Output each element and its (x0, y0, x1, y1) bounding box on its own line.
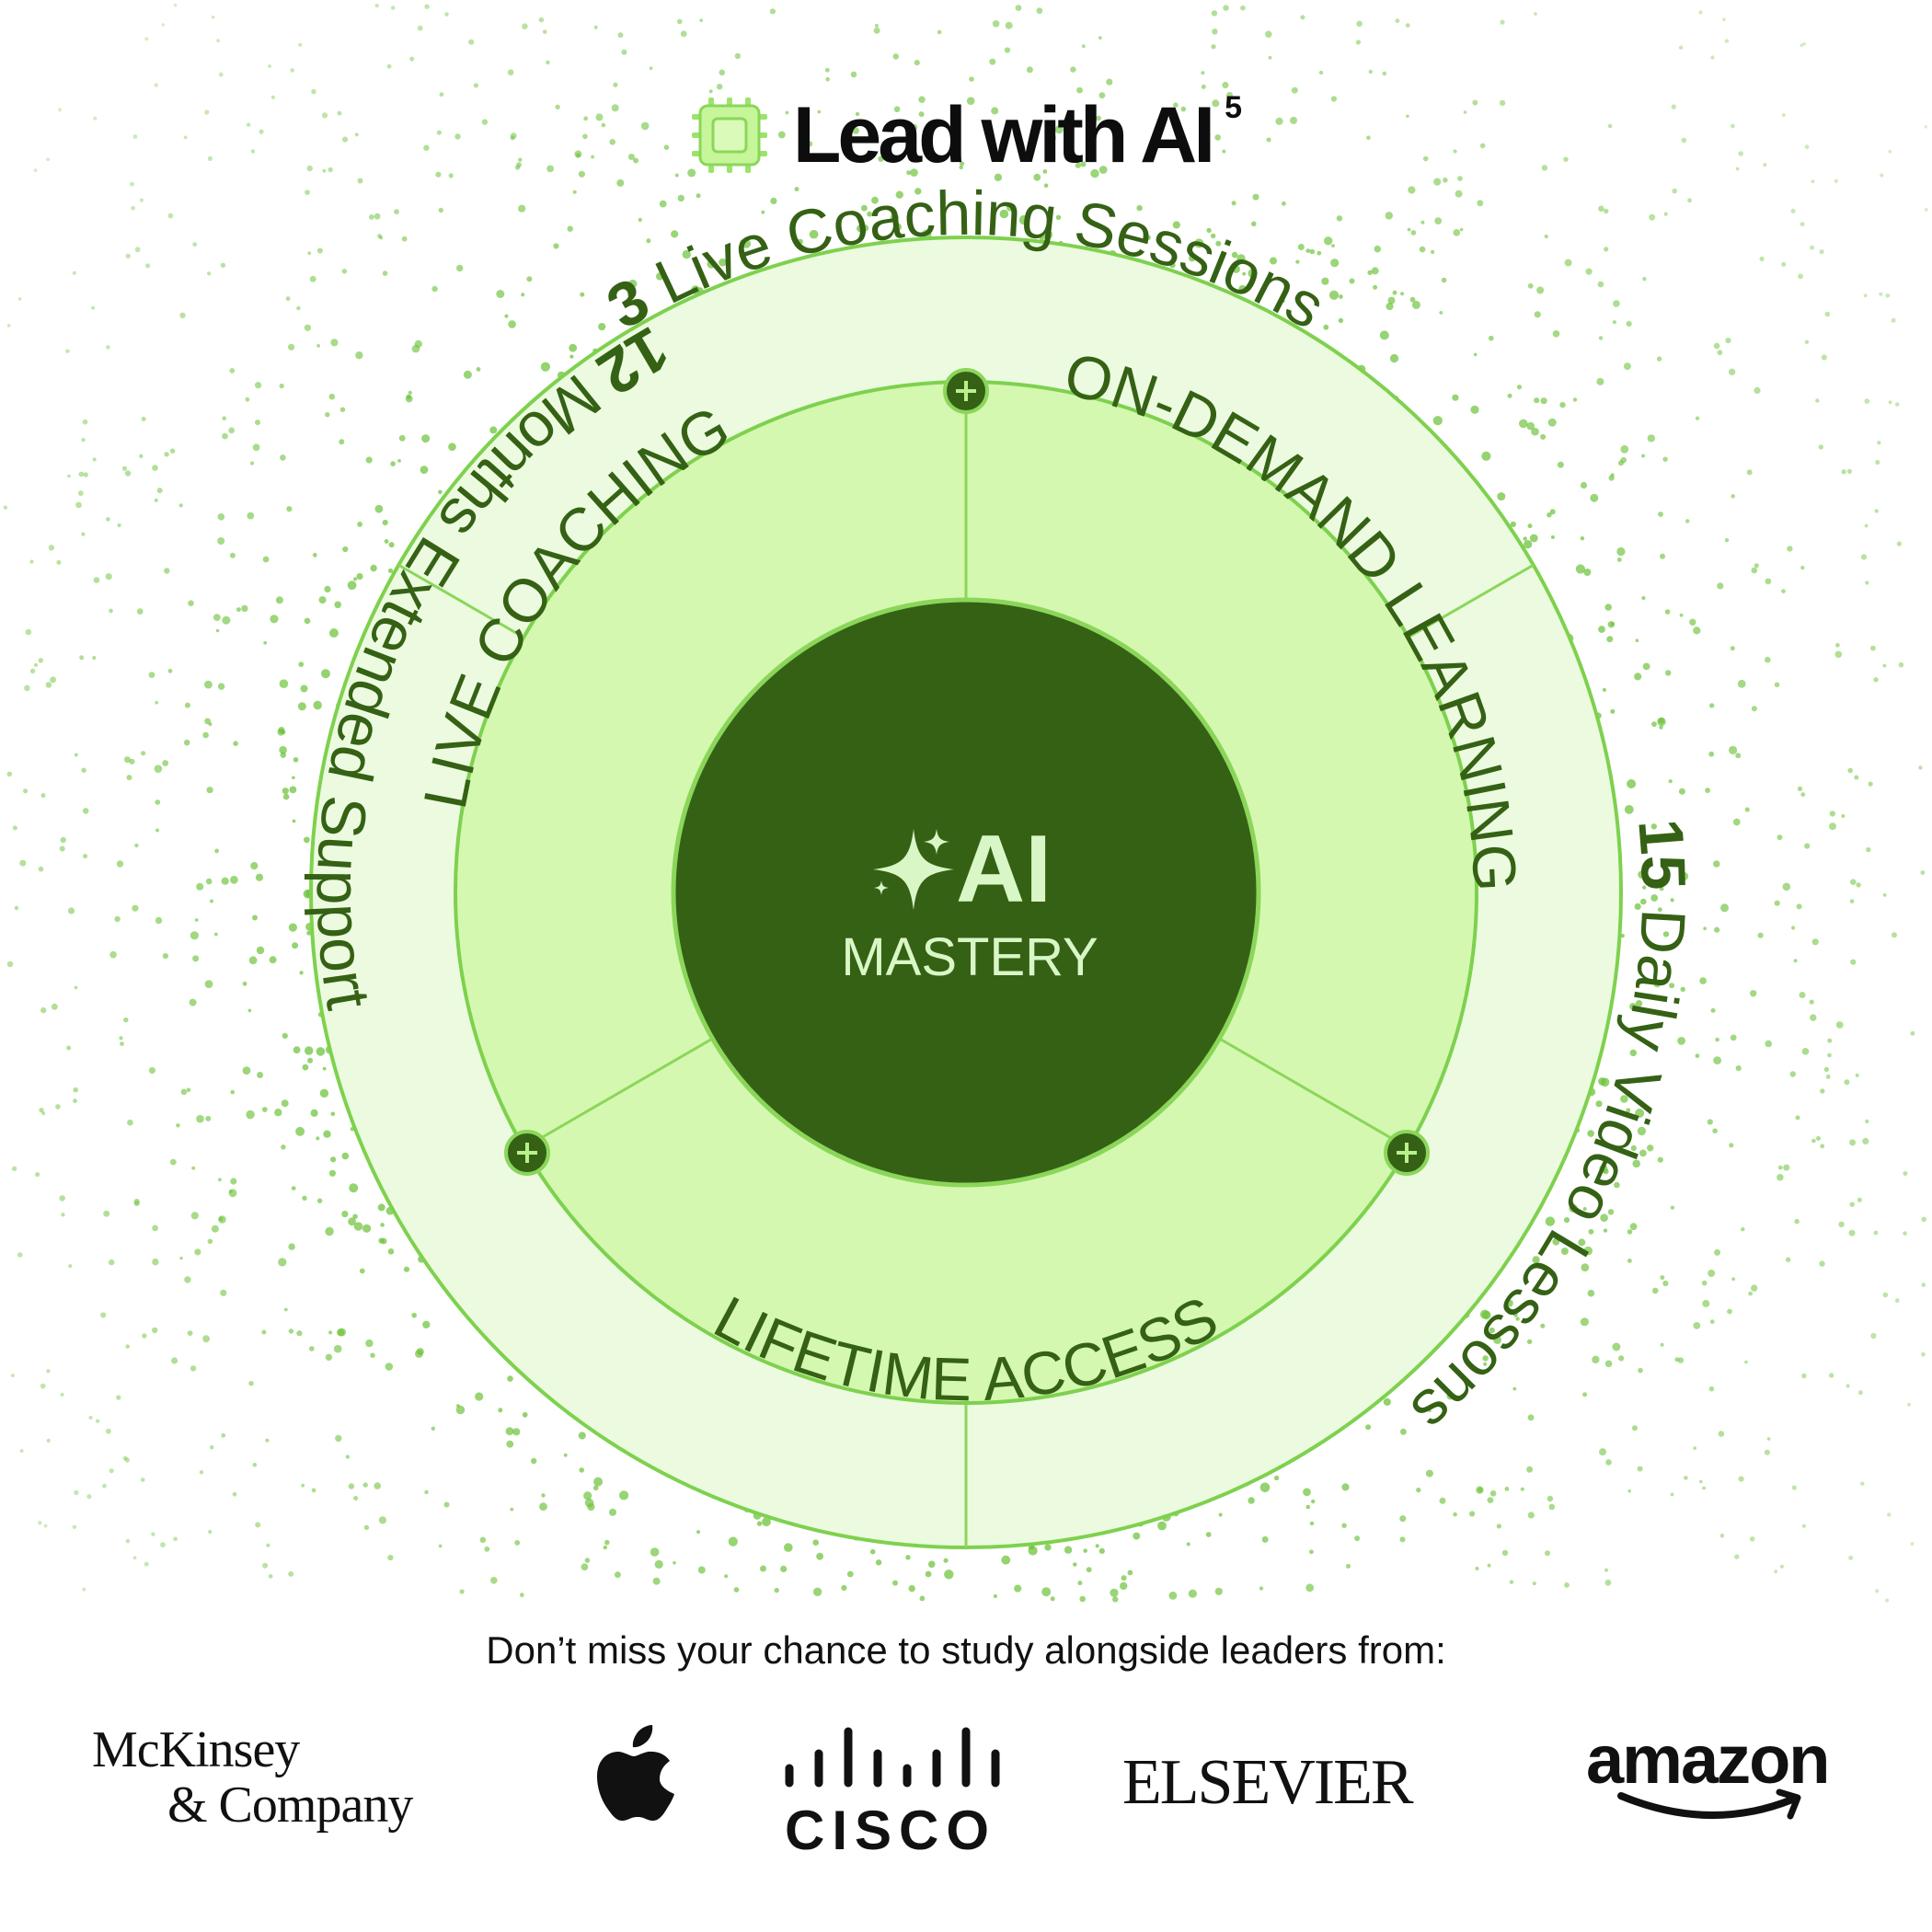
plus-icon (1384, 1130, 1430, 1176)
sparkle-icon-tiny (874, 880, 889, 895)
center-title: AI (956, 816, 1052, 923)
cisco-logo: CISCO (785, 1727, 1000, 1860)
brand-name: Lead with AI (792, 90, 1215, 179)
header: Lead with AI 5 (0, 85, 1932, 186)
center-circle (671, 597, 1261, 1188)
cta-text: Don’t miss your chance to study alongsid… (486, 1628, 1446, 1672)
plus-icon (504, 1130, 550, 1176)
company-logos: McKinsey & Company CISCO ELSEVIER amazon (0, 1702, 1932, 1868)
mckinsey-logo: McKinsey & Company (92, 1721, 413, 1834)
mckinsey-line1: McKinsey (92, 1721, 300, 1778)
elsevier-logo: ELSEVIER (1122, 1747, 1414, 1818)
outer-ring-dividers (397, 563, 1535, 1547)
amazon-wordmark: amazon (1586, 1721, 1831, 1798)
plus-icon (943, 368, 989, 414)
cisco-wordmark: CISCO (785, 1800, 996, 1860)
amazon-logo: amazon (1582, 1720, 1849, 1822)
amazon-smile-icon (1617, 1788, 1801, 1820)
sparkle-icon (873, 829, 954, 910)
center-label: AI MASTERY (841, 816, 1098, 987)
chip-icon (691, 98, 767, 173)
inner-ring-dividers (523, 382, 1409, 1150)
brand-superscript: 5 (1225, 90, 1243, 125)
sparkle-icon-small (924, 829, 949, 855)
mckinsey-line2: & Company (167, 1777, 413, 1834)
apple-logo-icon (597, 1725, 674, 1821)
center-subtitle: MASTERY (841, 927, 1098, 987)
